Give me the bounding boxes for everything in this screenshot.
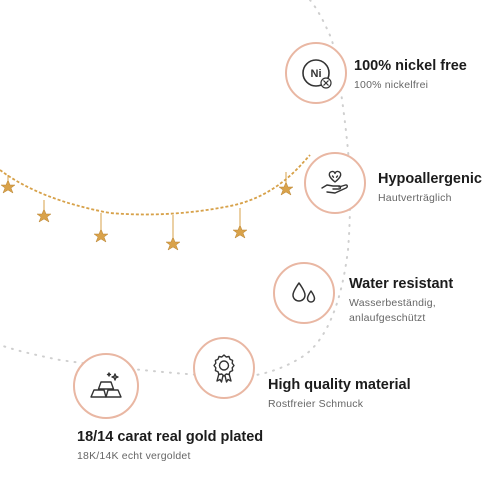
feature-gold-plated: 18/14 carat real gold plated 18K/14K ech… bbox=[77, 428, 263, 464]
gold-plated-badge bbox=[73, 353, 139, 419]
feature-title: High quality material bbox=[268, 377, 411, 393]
water-drops-icon bbox=[287, 276, 321, 310]
nickel-free-icon: Ni bbox=[298, 55, 334, 91]
star-charm bbox=[0, 179, 16, 194]
star-charm bbox=[36, 208, 52, 223]
star-charm bbox=[278, 181, 294, 196]
hypoallergenic-badge bbox=[304, 152, 366, 214]
feature-subtitle: 18K/14K echt vergoldet bbox=[77, 450, 191, 462]
feature-hypoallergenic: Hypoallergenic Hautverträglich bbox=[378, 170, 482, 206]
feature-subtitle: Hautverträglich bbox=[378, 192, 452, 204]
nickel-symbol: Ni bbox=[311, 68, 322, 80]
feature-subtitle: 100% nickelfrei bbox=[354, 79, 429, 91]
feature-subtitle: Rostfreier Schmuck bbox=[268, 398, 364, 410]
feature-water-resistant: Water resistant Wasserbeständig, anlaufg… bbox=[349, 275, 469, 326]
gold-bars-icon bbox=[87, 369, 125, 403]
feature-quality-material: High quality material Rostfreier Schmuck bbox=[268, 376, 411, 412]
feature-nickel-free: 100% nickel free 100% nickelfrei bbox=[354, 57, 467, 93]
star-charm bbox=[232, 224, 248, 239]
star-charm bbox=[165, 236, 181, 251]
water-resistant-badge bbox=[273, 262, 335, 324]
award-medal-icon bbox=[208, 352, 240, 384]
feature-title: 18/14 carat real gold plated bbox=[77, 429, 264, 445]
feature-subtitle: Wasserbeständig, anlaufgeschützt bbox=[349, 297, 436, 324]
necklace-chain bbox=[0, 154, 311, 216]
feature-title: 100% nickel free bbox=[354, 58, 467, 74]
hand-heart-icon bbox=[318, 166, 352, 200]
feature-title: Water resistant bbox=[349, 276, 454, 292]
feature-title: Hypoallergenic bbox=[378, 171, 482, 187]
star-charm bbox=[93, 228, 109, 243]
quality-material-badge bbox=[193, 337, 255, 399]
necklace bbox=[0, 154, 311, 251]
nickel-free-badge: Ni bbox=[285, 42, 347, 104]
